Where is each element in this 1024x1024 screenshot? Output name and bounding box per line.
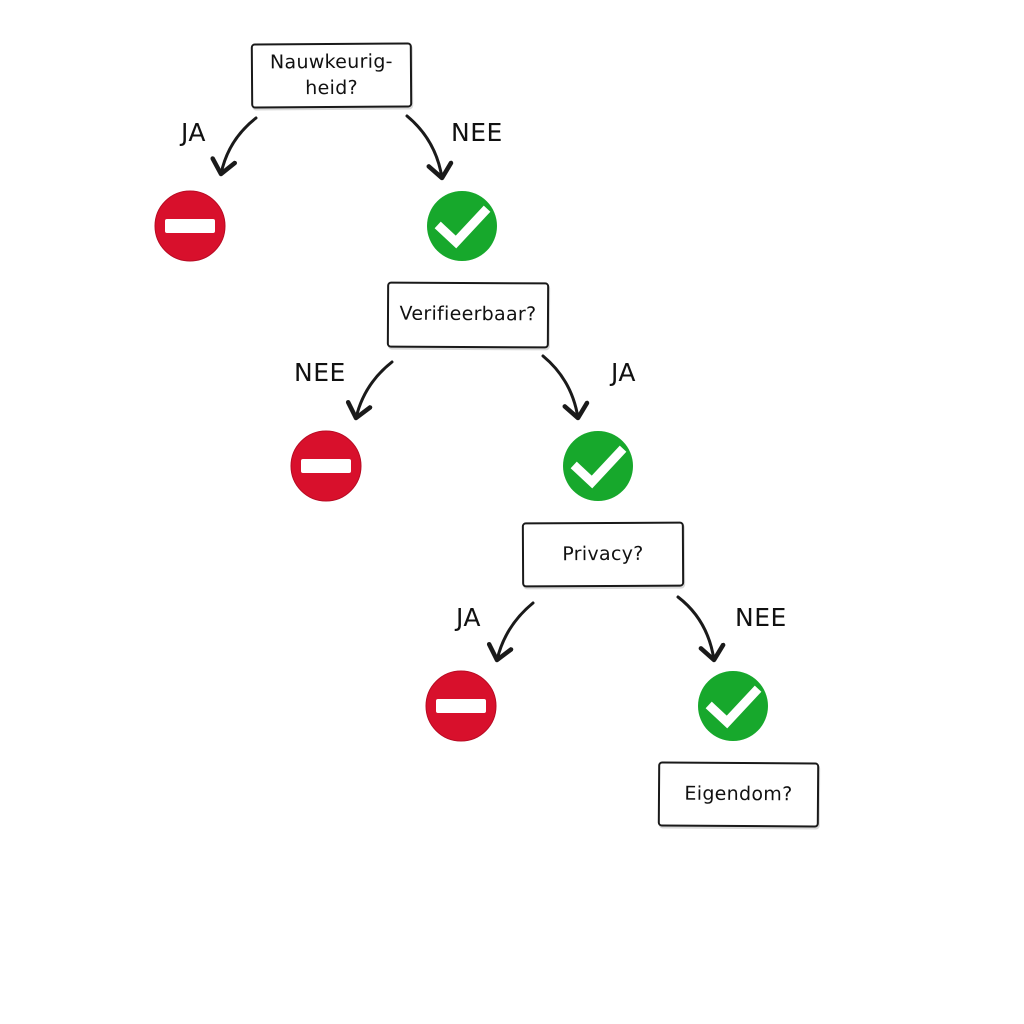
checkmark-icon (563, 431, 633, 501)
branch-label-q2-left: NEE (294, 358, 346, 387)
arrow-q2-left (345, 360, 394, 421)
checkmark-icon (698, 671, 768, 741)
arrow-q3-left (486, 601, 535, 663)
arrow-q2-right (541, 354, 590, 421)
branch-label-q2-right: JA (611, 358, 637, 387)
question-box-privacy: Privacy? (521, 521, 685, 588)
arrow-q1-left (210, 116, 258, 177)
checkmark-icon (427, 191, 497, 261)
branch-label-q3-left: JA (456, 603, 482, 632)
no-entry-icon (290, 430, 362, 502)
branch-label-q1-right: NEE (451, 118, 503, 147)
question-box-eigendom: Eigendom? (657, 761, 820, 828)
no-entry-icon (425, 670, 497, 742)
question-box-nauwkeurigheid: Nauwkeurig- heid? (250, 42, 413, 109)
no-entry-icon (154, 190, 226, 262)
branch-label-q1-left: JA (181, 118, 207, 147)
question-box-verifieerbaar: Verifieerbaar? (386, 281, 550, 349)
arrow-q3-right (676, 595, 726, 663)
arrow-q1-right (405, 114, 454, 181)
branch-label-q3-right: NEE (735, 603, 787, 632)
